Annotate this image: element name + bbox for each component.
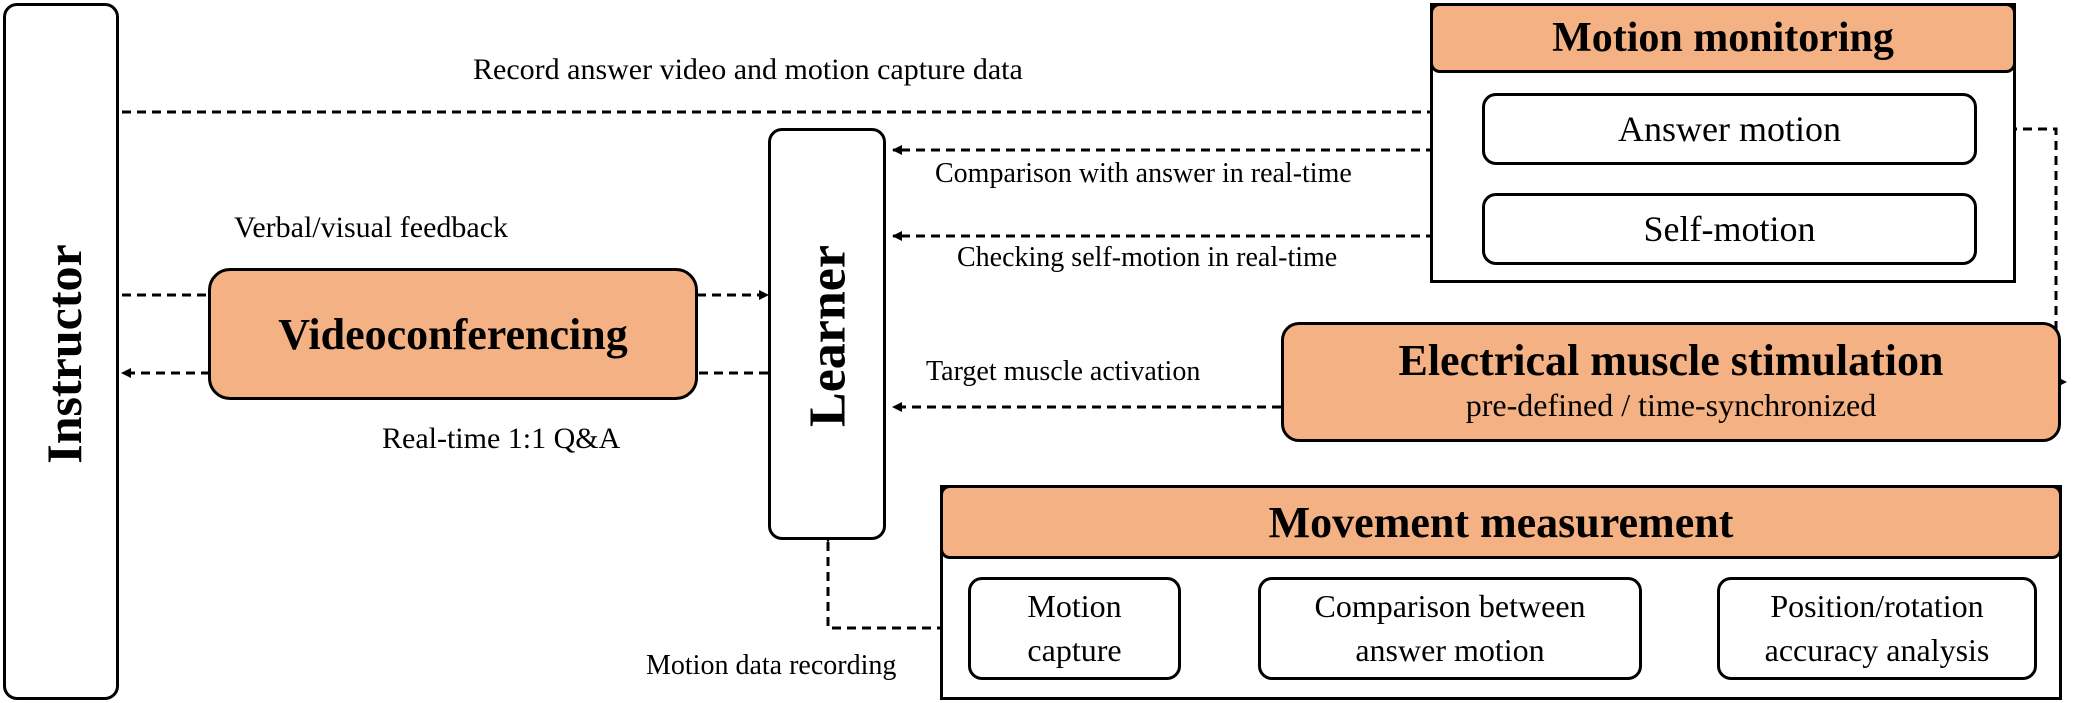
instructor-label: Instructor — [36, 244, 92, 464]
self-motion-label: Self-motion — [1643, 209, 1816, 249]
learner-box: Learner — [768, 128, 886, 540]
ems-title: Electrical muscle stimulation — [1398, 336, 1944, 385]
motion-monitoring-title: Motion monitoring — [1430, 3, 2016, 73]
verbal-feedback-label: Verbal/visual feedback — [234, 211, 509, 244]
instructor-box: Instructor — [3, 3, 119, 700]
answer-motion-label: Answer motion — [1618, 109, 1841, 149]
comparison-box: Comparison between answer motion — [1258, 577, 1642, 680]
ems-box: Electrical muscle stimulation pre-define… — [1281, 322, 2061, 442]
motion-recording-label: Motion data recording — [646, 650, 897, 681]
qa-label: Real-time 1:1 Q&A — [382, 422, 621, 455]
videoconferencing-label: Videoconferencing — [278, 309, 628, 359]
ems-subtitle: pre-defined / time-synchronized — [1465, 387, 1877, 424]
motion-capture-box: Motion capture — [968, 577, 1181, 680]
comparison-realtime-label: Comparison with answer in real-time — [935, 158, 1352, 189]
record-label: Record answer video and motion capture d… — [473, 53, 1023, 86]
videoconferencing-box: Videoconferencing — [208, 268, 698, 400]
checking-realtime-label: Checking self-motion in real-time — [957, 242, 1338, 273]
movement-measurement-title: Movement measurement — [940, 485, 2062, 559]
learner-label: Learner — [799, 245, 857, 427]
target-muscle-label: Target muscle activation — [926, 356, 1201, 387]
self-motion-box: Self-motion — [1482, 193, 1977, 265]
answer-motion-box: Answer motion — [1482, 93, 1977, 165]
accuracy-analysis-box: Position/rotation accuracy analysis — [1717, 577, 2037, 680]
arrow-answer-to-ems — [1978, 127, 2067, 387]
